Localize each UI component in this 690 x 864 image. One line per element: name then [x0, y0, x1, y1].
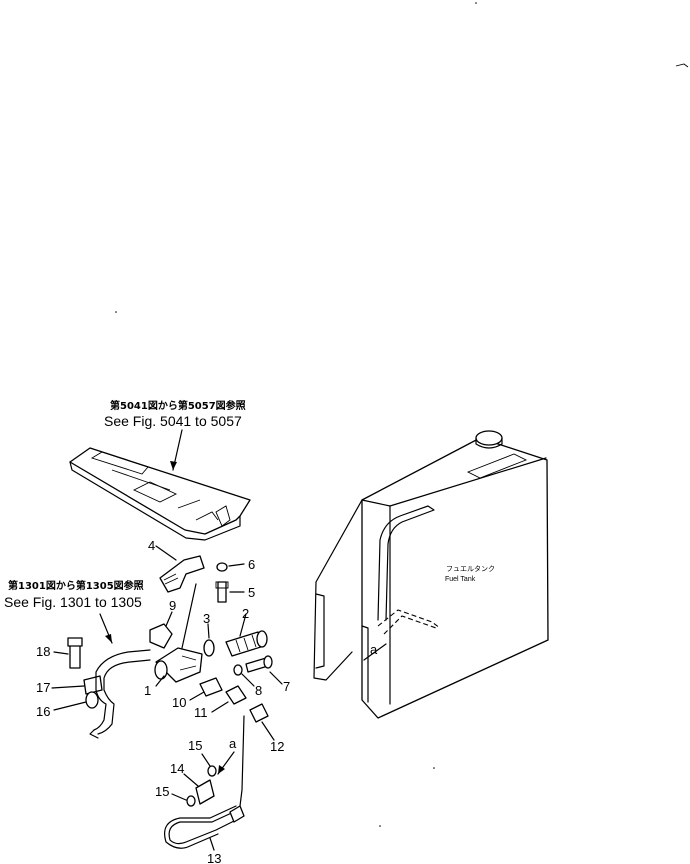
- reference-left-jp: 第1301図から第1305図参照: [8, 579, 144, 592]
- leader-line: [53, 701, 87, 711]
- part-number-15b: 15: [155, 784, 169, 799]
- elbow-part: [225, 685, 247, 705]
- scan-mark: [675, 63, 689, 68]
- connector-part: [199, 677, 223, 697]
- spacer-part: [85, 691, 99, 709]
- pipe-route-line: [239, 715, 245, 807]
- tank-label-en: Fuel Tank: [445, 576, 476, 583]
- part-number-1: 1: [144, 683, 151, 698]
- bolt-head: [67, 637, 83, 647]
- fuel-hose-part: [89, 649, 151, 739]
- clamp-part: [195, 779, 215, 805]
- leader-line: [155, 545, 177, 561]
- reference-top-jp: 第5041図から第5057図参照: [110, 399, 246, 412]
- connecting-line: [181, 583, 197, 649]
- part-number-5: 5: [248, 585, 255, 600]
- part-number-17: 17: [36, 680, 50, 695]
- part-number-6: 6: [248, 557, 255, 572]
- return-pipe-part: [164, 805, 245, 849]
- bracket-part: [159, 555, 205, 593]
- filter-head-part: [154, 647, 203, 683]
- connection-marker-tank: a: [370, 642, 378, 657]
- bracket-slots: [163, 573, 179, 585]
- leader-line: [51, 685, 85, 689]
- leader-line: [239, 613, 247, 637]
- floor-cover-panel: [69, 447, 251, 541]
- clamp-part: [83, 675, 103, 695]
- leader-line: [171, 793, 187, 801]
- scan-dot: [115, 311, 117, 313]
- arrowhead: [170, 461, 177, 470]
- part-number-16: 16: [36, 704, 50, 719]
- leader-line: [189, 691, 205, 701]
- arrowhead: [218, 765, 225, 774]
- leader-line: [241, 673, 255, 687]
- fuel-tank: [313, 430, 549, 719]
- fitting-part: [249, 703, 269, 723]
- part-number-12: 12: [270, 739, 284, 754]
- leader-line: [269, 671, 283, 685]
- part-number-14: 14: [170, 761, 184, 776]
- part-number-10: 10: [172, 695, 186, 710]
- elbow-fitting-part: [149, 623, 173, 649]
- connection-marker-pipe: a: [229, 736, 237, 751]
- part-number-11: 11: [194, 705, 208, 720]
- strainer-part: [225, 630, 268, 657]
- part-number-3: 3: [203, 611, 210, 626]
- reference-top-en: See Fig. 5041 to 5057: [104, 413, 242, 429]
- bolt-head: [215, 581, 229, 589]
- part-number-18: 18: [36, 644, 50, 659]
- leader-line: [165, 611, 173, 627]
- leader-line: [261, 721, 275, 741]
- part-number-2: 2: [242, 606, 249, 621]
- scan-dot: [433, 767, 435, 769]
- leader-line: [211, 701, 229, 713]
- leader-line: [209, 837, 215, 851]
- part-number-9: 9: [169, 598, 176, 613]
- scan-dot: [379, 825, 381, 827]
- bolt-part: [217, 581, 227, 603]
- part-number-4: 4: [148, 538, 155, 553]
- part-number-13: 13: [207, 851, 221, 864]
- o-ring-part: [203, 639, 215, 657]
- leader-line: [207, 623, 210, 639]
- leader-line: [53, 651, 69, 655]
- part-number-7: 7: [283, 679, 290, 694]
- tank-label-jp: フュエルタンク: [446, 564, 495, 573]
- leader-line: [201, 753, 211, 767]
- leader-line: [183, 773, 199, 787]
- washer-part: [216, 562, 228, 572]
- part-number-15a: 15: [188, 738, 202, 753]
- bolt-head: [263, 655, 273, 669]
- leader-line: [228, 563, 245, 567]
- reference-left-en: See Fig. 1301 to 1305: [4, 594, 142, 610]
- small-washer-part: [233, 664, 243, 676]
- arrowhead: [105, 634, 112, 643]
- clip-part: [186, 795, 196, 807]
- part-number-8: 8: [255, 683, 262, 698]
- leader-line: [155, 675, 165, 687]
- clip-part: [207, 765, 217, 777]
- scan-dot: [475, 2, 477, 4]
